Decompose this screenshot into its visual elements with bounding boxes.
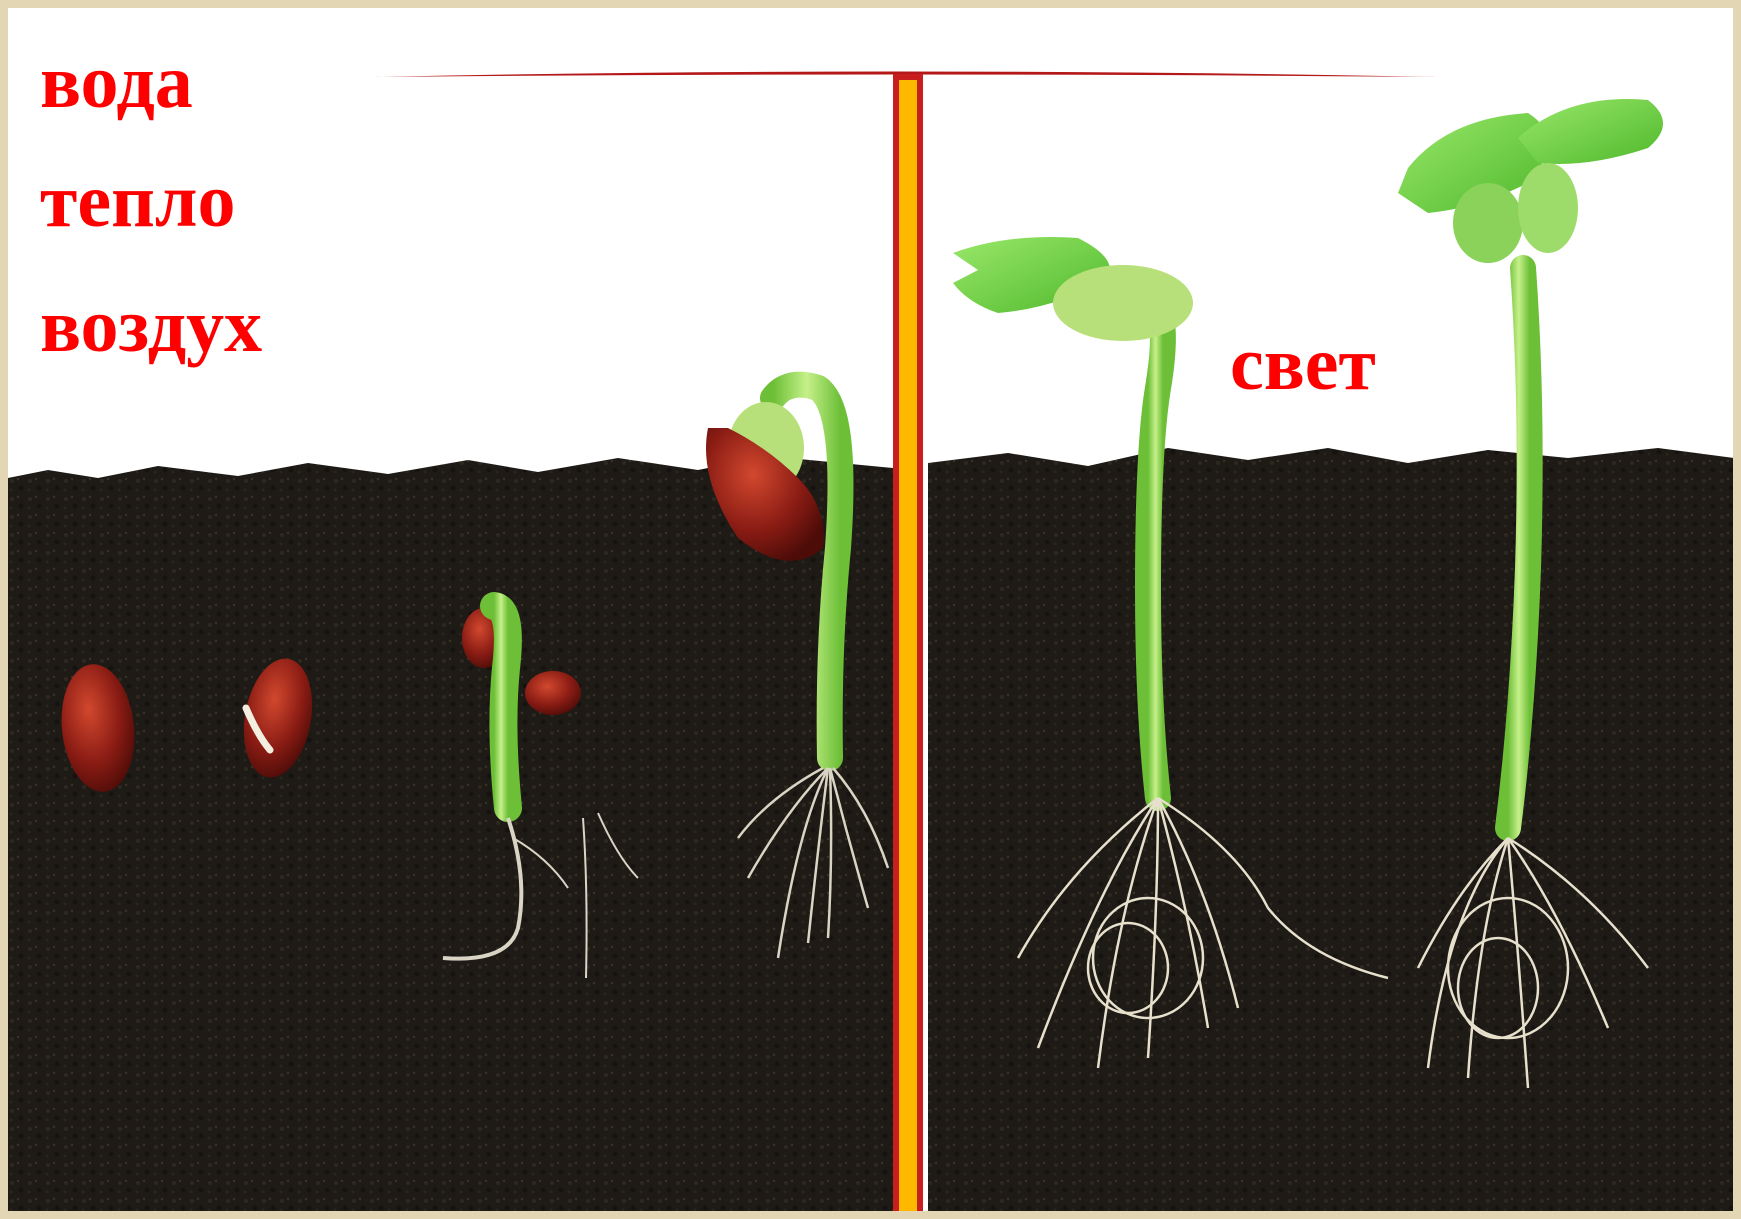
label-water: вода	[40, 44, 193, 120]
soil-left	[8, 456, 893, 1219]
label-warmth: тепло	[40, 163, 236, 239]
bottom-rule	[408, 1214, 1428, 1219]
germination-illustration	[8, 8, 1741, 1219]
label-air: воздух	[40, 288, 262, 364]
soil-right	[928, 448, 1741, 1219]
label-light: свет	[1230, 326, 1376, 402]
